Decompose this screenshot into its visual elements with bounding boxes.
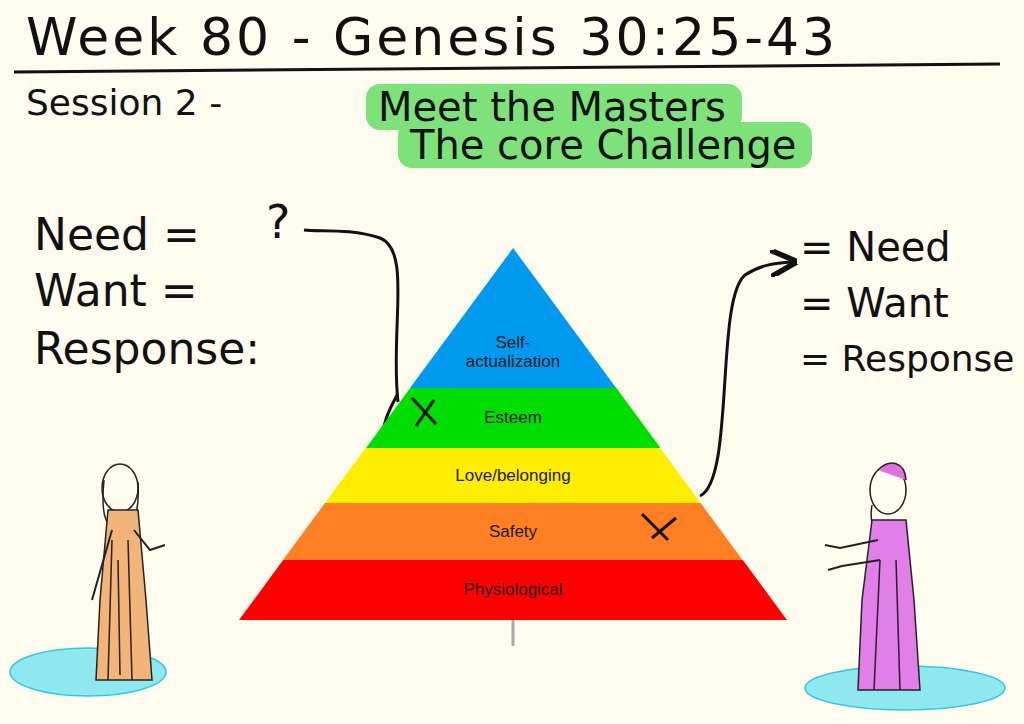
note-label: Need = [34,212,200,258]
band-label: Esteem [484,408,542,428]
band-label: Physiological [463,580,562,600]
title: Week 80 - Genesis 30:25-43 [26,10,838,65]
underline [14,64,1000,72]
pyramid-band: Physiological [239,560,787,620]
leader-line [700,262,792,496]
note-label: Response: [34,326,260,372]
band-label: Safety [489,522,537,542]
note-label: = Want [800,282,949,324]
leader-line [304,230,398,402]
note-label: = Need [800,226,951,268]
heading-text: The core Challenge [410,124,796,166]
heading-text: Meet the Masters [378,86,726,128]
note-label: ? [266,198,290,246]
note-label: = Response [800,340,1015,378]
pyramid-band: Self-actualization [410,248,616,388]
band-label: Self-actualization [458,333,568,372]
note-label: Session 2 - [26,84,222,122]
note-label: Want = [34,268,198,314]
pyramid-band: Safety [283,503,743,560]
left-figure [10,464,166,696]
highlight-box: The core Challenge [398,122,812,168]
pyramid-band: Esteem [366,388,661,448]
band-label: Love/belonging [455,466,570,486]
right-figure [805,463,1005,710]
pyramid-band: Love/belonging [325,448,701,503]
